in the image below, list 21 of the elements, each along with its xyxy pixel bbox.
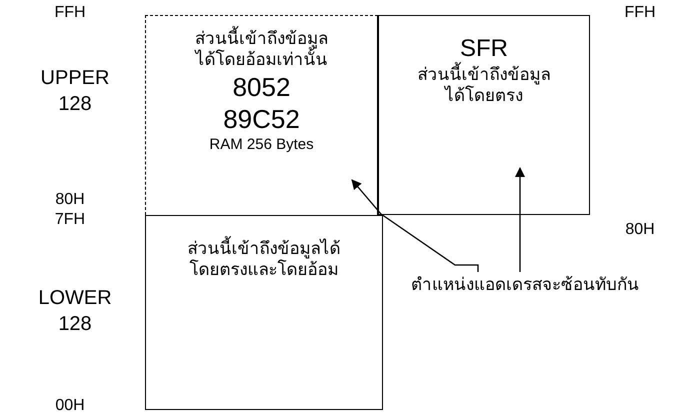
body-text: ส่วนนี้เข้าถึงข้อมูลได้โดยตรง xyxy=(409,64,559,106)
address-label: FFH xyxy=(53,3,87,23)
chip-number: 89C52 xyxy=(223,103,300,136)
address-label: 80H xyxy=(624,220,656,240)
memory-size-text: RAM 256 Bytes xyxy=(209,136,314,154)
region-label: UPPER 128 xyxy=(40,66,110,117)
body-text: ส่วนนี้เข้าถึงข้อมูลได้โดยอ้อมเท่านั้น xyxy=(186,28,336,70)
arrow xyxy=(515,167,525,272)
memory-block xyxy=(145,215,383,410)
region-label: LOWER 128 xyxy=(37,286,113,337)
chip-number: 8052 xyxy=(232,70,290,103)
memory-block xyxy=(145,15,378,215)
arrow xyxy=(351,179,479,272)
address-label: 80H xyxy=(54,190,86,210)
body-text: ส่วนนี้เข้าถึงข้อมูลได้โดยตรงและโดยอ้อม xyxy=(179,238,349,280)
section-title: SFR xyxy=(460,34,508,62)
address-label: 00H xyxy=(54,396,86,416)
address-label: 7FH xyxy=(54,210,86,230)
annotation-text: ตำแหน่งแอดเดรสจะซ้อนทับกัน xyxy=(411,274,639,296)
memory-block xyxy=(378,15,590,215)
address-label: FFH xyxy=(623,3,657,23)
